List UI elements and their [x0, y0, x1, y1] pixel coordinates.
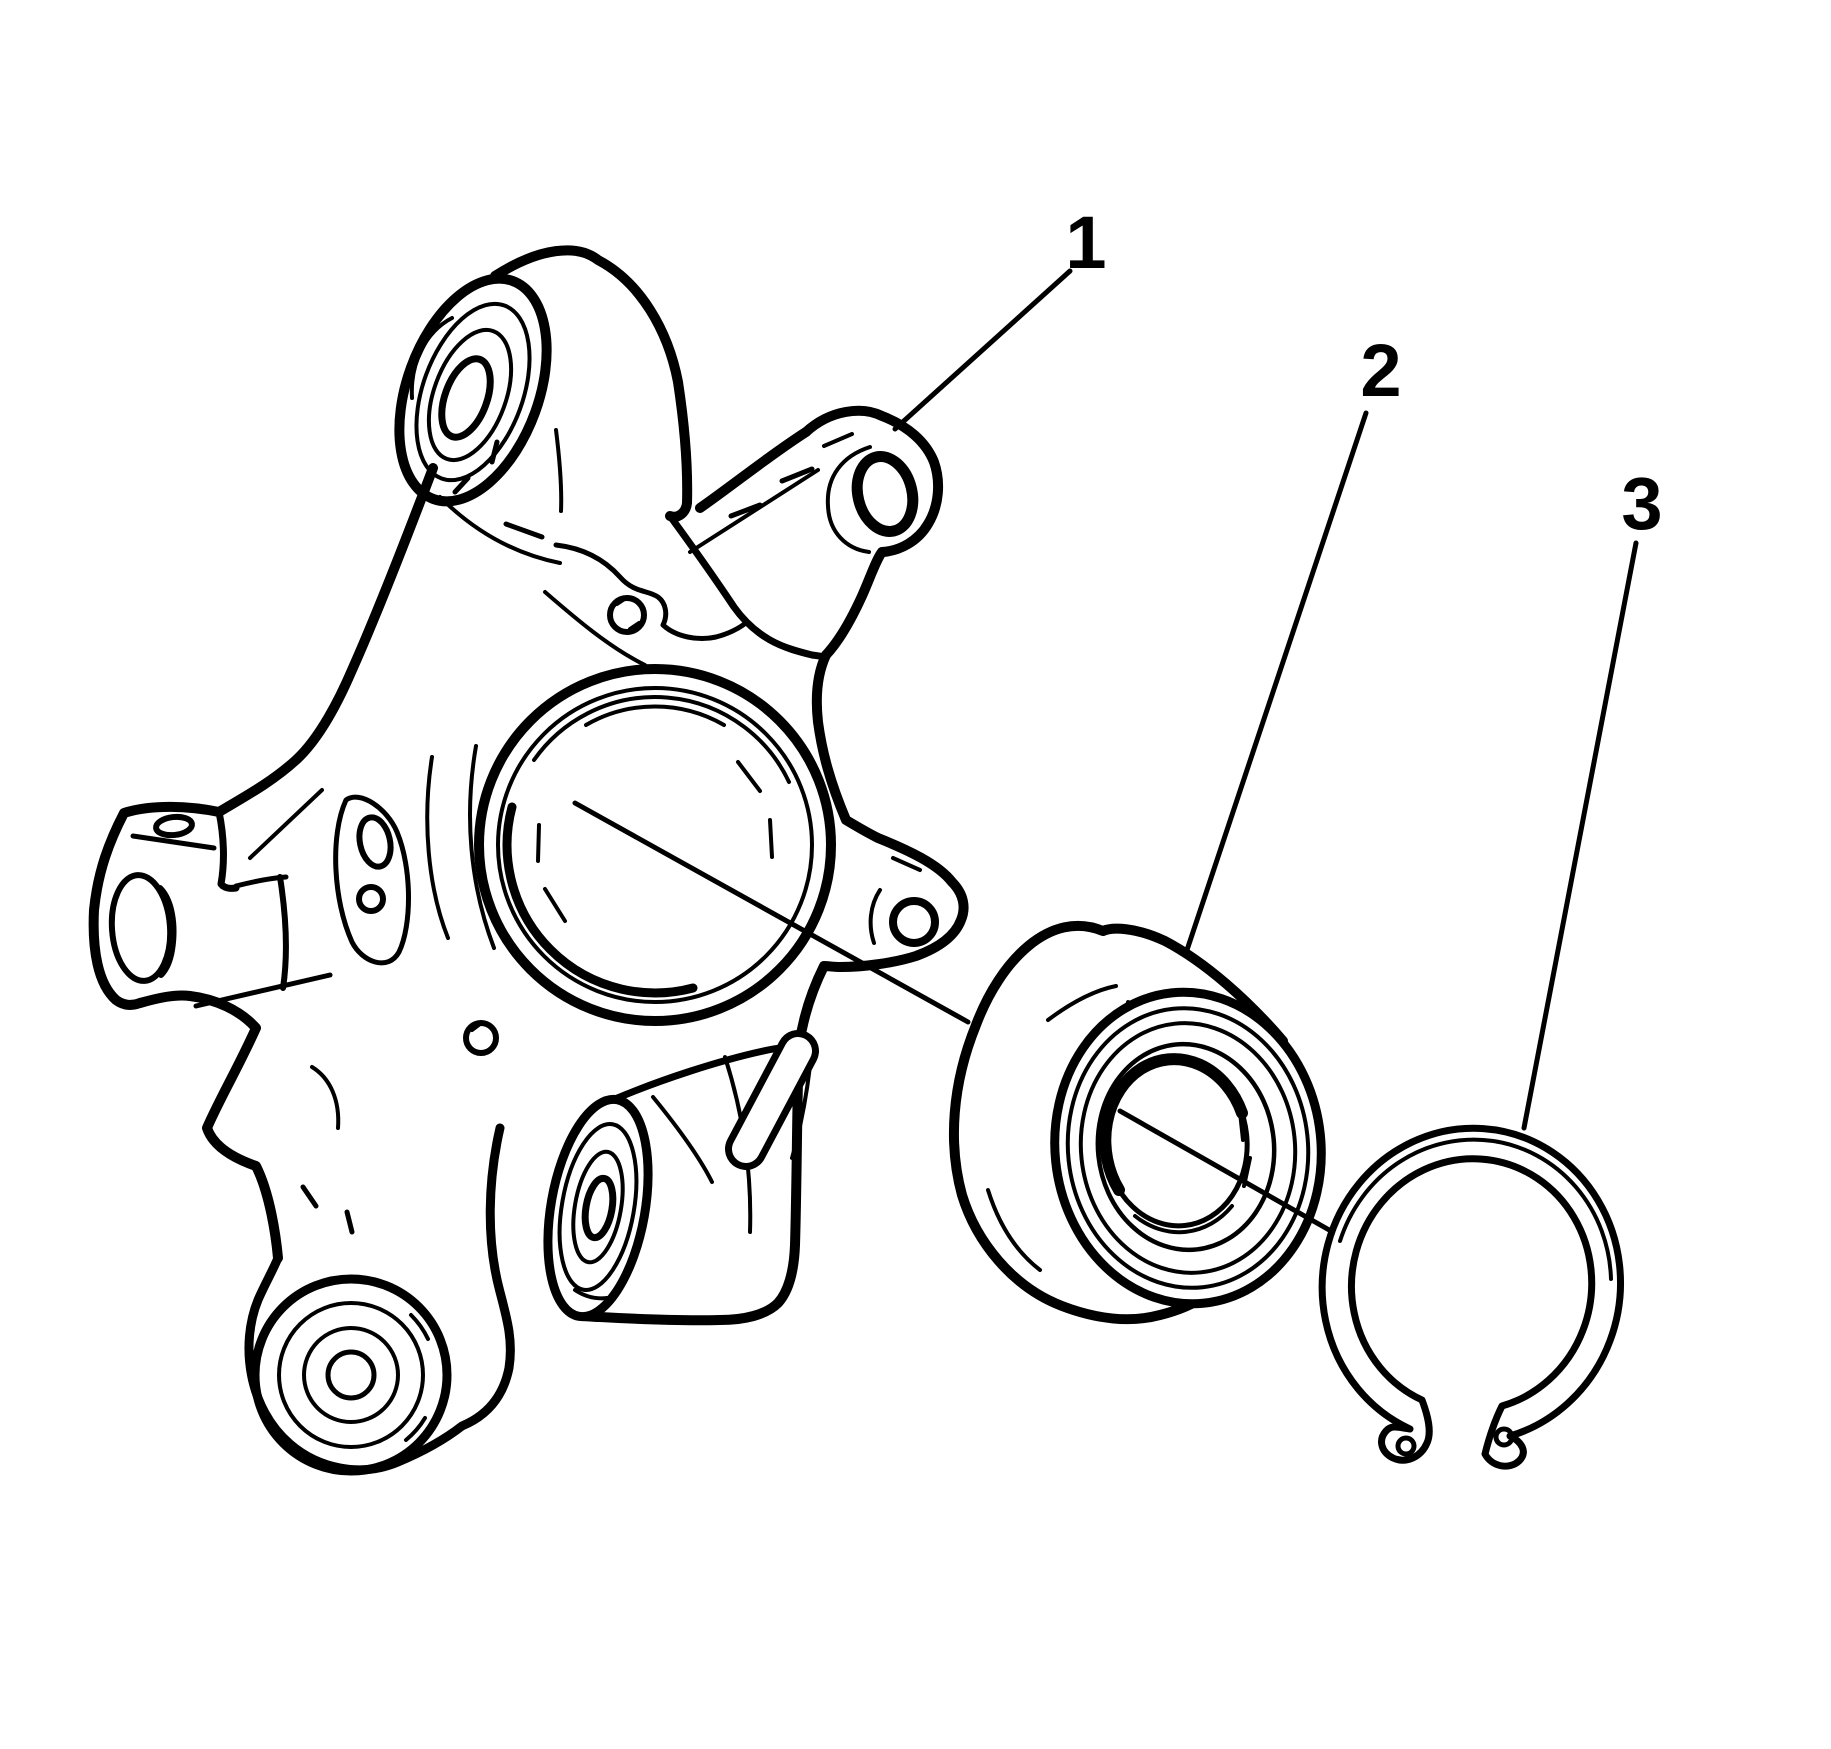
- bearing-bore-shadow-arc: [1099, 1053, 1248, 1196]
- callout-3-leader-line: [1521, 540, 1639, 1131]
- callout-1-label: 1: [1065, 201, 1106, 284]
- bolt-hole-upper: [607, 595, 647, 635]
- bolt-hole-lower: [463, 1020, 499, 1056]
- callouts: 1 2 3: [892, 201, 1663, 1131]
- assembly-axis-line: [572, 800, 971, 1025]
- lower-right-eye-hole: [889, 897, 939, 947]
- big-bushing: [250, 1274, 452, 1476]
- bearing-body-outline: [948, 921, 1288, 1325]
- big-bushing-boss-lip: [244, 1123, 515, 1475]
- callout-2-label: 2: [1360, 329, 1401, 412]
- mid-plate: [333, 744, 496, 966]
- callout-3-label: 3: [1621, 462, 1662, 545]
- plate-round-hole: [356, 884, 386, 914]
- knuckle-illustration: [88, 245, 969, 1476]
- snap-ring-body: [1318, 1124, 1624, 1470]
- snap-ring-end-hole-left: [1395, 1435, 1417, 1457]
- hub-bore-shadow-arc: [502, 802, 698, 998]
- callout-2-leader-line: [1184, 410, 1369, 953]
- saddle-ledge-line: [666, 512, 828, 661]
- hub-bore: [474, 664, 836, 1026]
- small-bushing: [463, 1020, 796, 1322]
- callout-1-leader-line: [892, 268, 1073, 432]
- upper-eye-depth-arc: [825, 445, 872, 554]
- snap-ring-edge-highlight: [1338, 1137, 1613, 1281]
- block-top-hole: [153, 813, 195, 839]
- knuckle-lower-left-arm: [135, 972, 355, 1263]
- snap-ring-end-hole-right: [1493, 1426, 1515, 1448]
- knuckle-top-bushing: [394, 245, 693, 565]
- upper-bolt-flag: [503, 521, 750, 667]
- hub-bore-outer-ring: [474, 664, 836, 1026]
- knuckle-left-edge-and-block: [88, 463, 438, 1010]
- knuckle-right-edge: [576, 650, 969, 1326]
- plate-oval-hole: [356, 814, 394, 870]
- axis-line-segment-a: [572, 800, 971, 1025]
- snap-ring-illustration: [1318, 1124, 1624, 1470]
- block-bore-inner: [108, 872, 174, 984]
- lower-slot: [725, 1030, 819, 1170]
- knuckle-upper-arm: [688, 405, 943, 660]
- axis-line-segment-b: [1117, 1108, 1341, 1238]
- upper-eye-hole: [851, 451, 919, 537]
